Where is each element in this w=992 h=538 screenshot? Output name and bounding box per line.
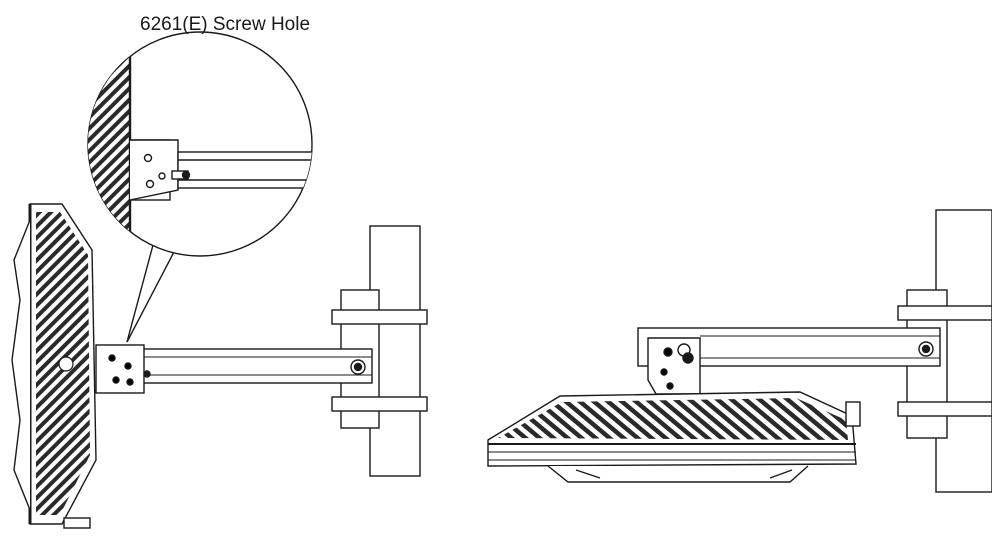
right-clamp-band-top [897, 305, 992, 321]
left-fixture [11, 203, 428, 529]
callout-pointer [126, 244, 176, 343]
left-clamp-band-top [331, 309, 428, 325]
callout-label: 6261(E) Screw Hole [140, 14, 311, 35]
left-clamp-band-bottom [331, 396, 428, 412]
left-arm [141, 348, 373, 384]
left-mount-plate [95, 344, 145, 394]
right-fixture [487, 209, 992, 493]
zoom-callout [87, 31, 313, 343]
right-clamp-band-bottom [897, 401, 992, 417]
right-mount-plate [647, 337, 701, 395]
